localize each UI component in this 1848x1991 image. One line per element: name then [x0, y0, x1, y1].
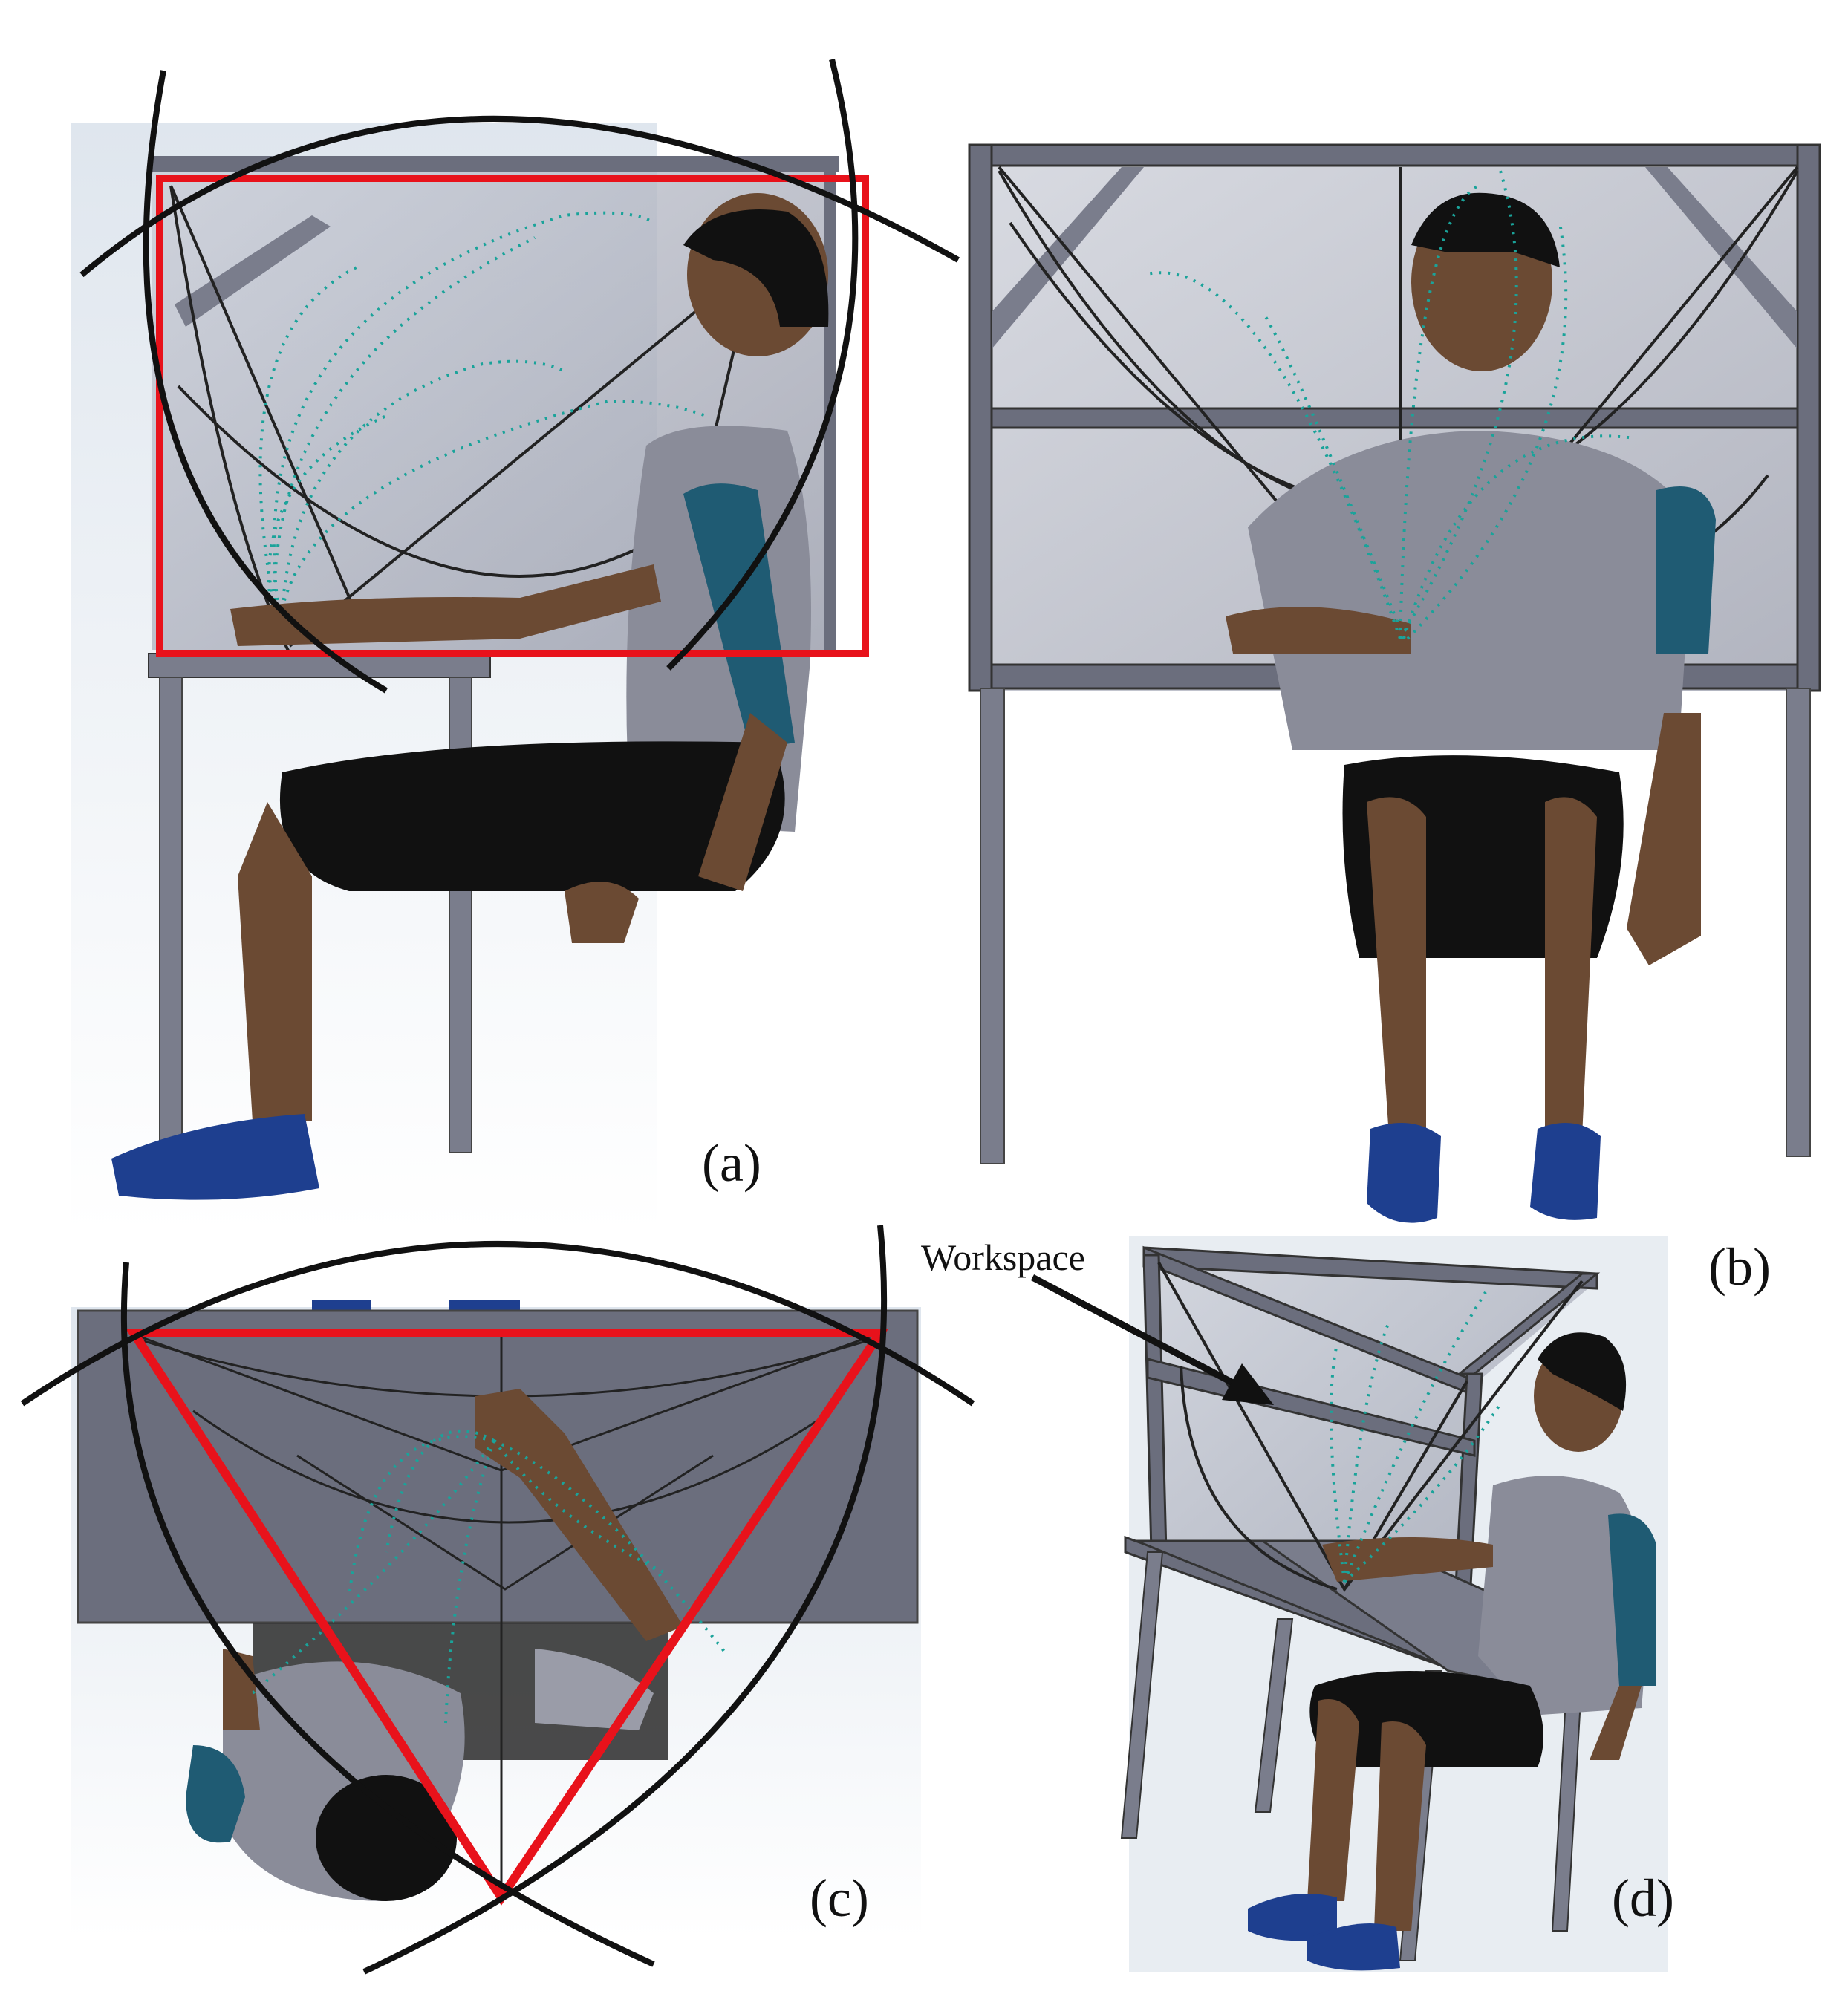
hair [683, 209, 829, 327]
arm [1627, 713, 1701, 965]
hand [565, 882, 639, 943]
panel-label-a: (a) [702, 1133, 761, 1193]
table-leg-left [980, 688, 1005, 1164]
shorts [1309, 1671, 1543, 1767]
frame-brace-left [992, 167, 1144, 349]
callout-arrow-shaft [1030, 1274, 1246, 1392]
right-shoe [1307, 1923, 1400, 1971]
sleeve [1608, 1513, 1656, 1686]
human-model-front [1226, 192, 1716, 1223]
forearm [1226, 607, 1411, 654]
panel-label-c: (c) [810, 1868, 869, 1928]
human-model-isometric [1248, 1332, 1656, 1971]
table-top [148, 653, 491, 678]
right-leg [1374, 1721, 1426, 1931]
frame-middle-bar [968, 407, 1821, 429]
workspace-label: Workspace [921, 1236, 1085, 1278]
reach-arcs [20, 1225, 975, 1975]
workspace-callout: Workspace [921, 1236, 1274, 1405]
forearm [230, 564, 661, 646]
panel-label-d: (d) [1612, 1868, 1674, 1928]
sleeve [683, 483, 795, 750]
panel-label-b: (b) [1708, 1237, 1771, 1297]
workspace-boundary-rect [156, 175, 869, 657]
workspace-boundary-triangle [125, 1329, 889, 1906]
mechanism-lines [1157, 1262, 1584, 1592]
right-leg [1545, 797, 1597, 1136]
sleeve [186, 1745, 245, 1843]
left-leg [1307, 1699, 1359, 1901]
panel-a-side-view: (a) [71, 59, 960, 1233]
hand-left [223, 1649, 260, 1730]
shorts [279, 741, 785, 891]
human-model-side [111, 193, 829, 1200]
panel-c-top-view: (c) [20, 1225, 975, 1975]
lower-leg [238, 802, 312, 1121]
end-effector-trajectories [258, 211, 706, 610]
end-effector-trajectories [1330, 1291, 1502, 1583]
left-leg [1367, 797, 1426, 1136]
frame-top-bar [968, 143, 1821, 167]
head-top [316, 1775, 457, 1901]
frame-brace [175, 215, 331, 327]
table-leg-right [1786, 688, 1811, 1157]
callout-arrow-head [1222, 1363, 1274, 1405]
hair [1538, 1332, 1627, 1411]
sleeve [1656, 486, 1716, 654]
hair [1411, 192, 1560, 267]
hand [1590, 1686, 1642, 1760]
end-effector-trajectories [251, 1429, 729, 1724]
frame-left-post [968, 143, 993, 692]
forearm [475, 1389, 683, 1641]
human-model-top [186, 1389, 683, 1901]
end-effector-trajectories [1143, 170, 1635, 640]
panel-d-isometric-view: Workspace (d) [921, 1236, 1674, 1972]
frame-top-bar [152, 156, 839, 172]
reach-arcs [79, 59, 960, 694]
forearm [1322, 1537, 1493, 1582]
shoe [111, 1114, 319, 1200]
panel-b-front-view: (b) [968, 143, 1821, 1297]
torso-shirt [1248, 431, 1694, 750]
frame-right-post [1796, 143, 1821, 692]
right-shoe [1530, 1123, 1601, 1220]
left-shoe [1248, 1894, 1337, 1941]
upper-arm [698, 713, 787, 891]
table-leg-left [159, 677, 183, 1153]
left-shoe [1367, 1123, 1441, 1223]
torso-shirt [1478, 1476, 1646, 1715]
